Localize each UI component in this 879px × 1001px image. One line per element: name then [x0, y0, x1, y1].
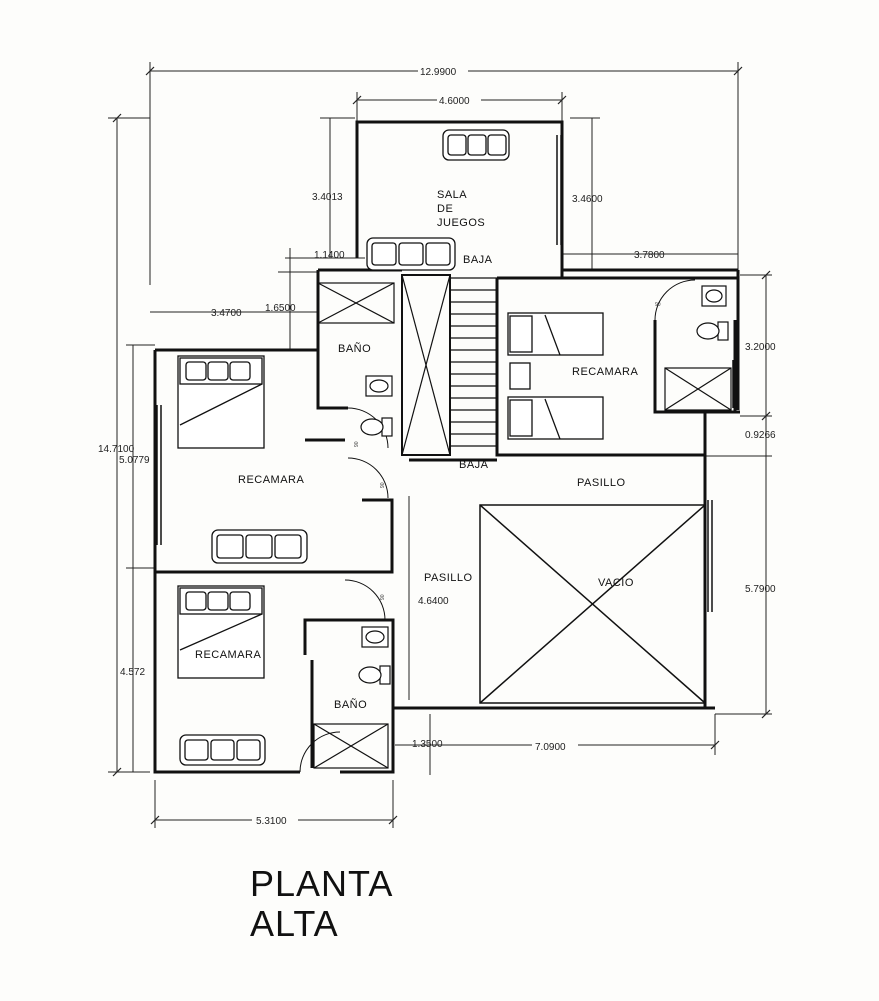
- dim-3-2000: 3.2000: [745, 342, 776, 353]
- dim-3-7800: 3.7800: [634, 250, 665, 261]
- dim-5-0779: 5.0779: [119, 455, 150, 466]
- sofa-icon: [179, 734, 266, 766]
- dimension-labels: 12.9900 4.6000 3.4013 3.4600 1.1400 3.78…: [98, 64, 776, 827]
- room-label-sala: SALA: [437, 189, 467, 201]
- dim-4-572: 4.572: [120, 667, 145, 678]
- dim-1-3500: 1.3500: [412, 739, 443, 750]
- shower-icon: [313, 723, 389, 769]
- room-label-pasillo-right: PASILLO: [577, 477, 626, 489]
- dim-total-width: 12.9900: [420, 67, 457, 78]
- dim-0-9266: 0.9266: [745, 430, 776, 441]
- sink-icon: [361, 285, 727, 648]
- plan-title-line2: ALTA: [250, 903, 339, 944]
- dim-5-3100: 5.3100: [256, 816, 287, 827]
- sofa-icon: [366, 237, 456, 271]
- room-label-vacio: VACIO: [598, 577, 634, 589]
- room-label-recamara-mid: RECAMARA: [238, 474, 305, 486]
- door-mark: 90: [380, 594, 386, 600]
- dim-14-7100: 14.7100: [98, 444, 135, 455]
- toilet-icon: [358, 321, 729, 685]
- dim-3-4013: 3.4013: [312, 192, 343, 203]
- door-mark: 90: [380, 482, 386, 488]
- dim-7-0900: 7.0900: [535, 742, 566, 753]
- shower-icon: [317, 282, 395, 324]
- dim-4-6400: 4.6400: [418, 596, 449, 607]
- dimension-lines: [108, 62, 772, 828]
- plan-title: PLANTA ALTA: [250, 864, 393, 944]
- single-bed-icon: [507, 312, 604, 356]
- room-label-recamara-right: RECAMARA: [572, 366, 639, 378]
- dim-sala-width: 4.6000: [439, 96, 470, 107]
- room-label-sala: DE: [437, 203, 453, 215]
- door-mark: 90: [655, 302, 661, 308]
- door-mark: 90: [354, 441, 360, 447]
- single-bed-icon: [507, 396, 604, 440]
- nightstand-icon: [509, 362, 531, 390]
- dim-1-6500: 1.6500: [265, 303, 296, 314]
- double-bed-icon: [177, 585, 265, 679]
- double-bed-icon: [177, 355, 265, 449]
- dim-3-4700: 3.4700: [211, 308, 242, 319]
- sofa-icon: [442, 129, 510, 161]
- room-label-bano-top: BAÑO: [338, 342, 371, 355]
- windows: [156, 135, 738, 612]
- room-label-baja-top: BAJA: [463, 254, 493, 266]
- room-label-bano-bottom: BAÑO: [334, 698, 367, 711]
- void-area: [479, 504, 706, 704]
- dim-1-1400: 1.1400: [314, 250, 345, 261]
- staircase: [401, 274, 497, 456]
- room-label-pasillo-left: PASILLO: [424, 572, 473, 584]
- room-label-sala: JUEGOS: [437, 217, 485, 229]
- shower-icon: [664, 367, 732, 411]
- dim-3-4600: 3.4600: [572, 194, 603, 205]
- dim-5-7900: 5.7900: [745, 584, 776, 595]
- sofa-icon: [211, 529, 308, 564]
- room-label-baja-bottom: BAJA: [459, 459, 489, 471]
- room-label-recamara-bottom: RECAMARA: [195, 649, 262, 661]
- plan-title-line1: PLANTA: [250, 863, 394, 904]
